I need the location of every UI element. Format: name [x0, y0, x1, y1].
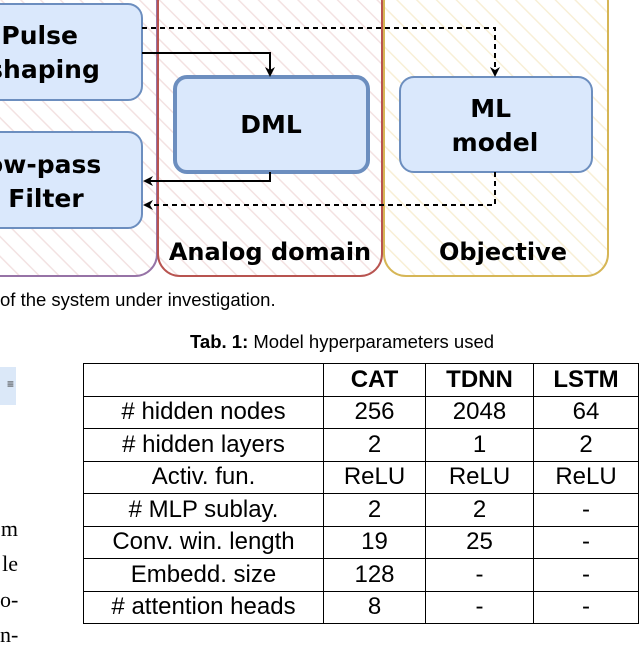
arrow-dml-to-filter [143, 172, 271, 186]
table-cell: - [533, 493, 639, 527]
table-header-row: CAT TDNN LSTM [83, 363, 639, 397]
pulse-shaping-label-1: Pulse [1, 21, 78, 50]
table-row: # hidden nodes 256 2048 64 [83, 395, 639, 429]
arrow-ml-to-filter-dashed [143, 172, 496, 210]
table-cell: 2048 [425, 395, 534, 429]
table-caption-label: Tab. 1: [190, 331, 249, 352]
table-cell: 2 [323, 428, 426, 462]
table-row: # attention heads 8 - - [83, 590, 639, 624]
pulse-shaping-node [0, 3, 143, 101]
table-header-cell: CAT [323, 363, 426, 397]
arrow-pulse-to-dml [142, 52, 275, 77]
table-cell: 1 [425, 428, 534, 462]
left-highlight-box: ≡ [0, 367, 16, 405]
table-row: Conv. win. length 19 25 - [83, 525, 639, 559]
svg-text:ow-pass Filter: ow-pass Filter [0, 150, 110, 213]
table-caption: Tab. 1: Model hyperparameters used [190, 331, 494, 353]
table-cell: - [533, 525, 639, 559]
table-cell: 128 [323, 558, 426, 592]
table-header-cell [83, 363, 324, 397]
table-row: Embedd. size 128 - - [83, 558, 639, 592]
table-cell: # hidden layers [83, 428, 324, 462]
table-cell: Embedd. size [83, 558, 324, 592]
table-cell: 19 [323, 525, 426, 559]
analog-domain-label: Analog domain [169, 238, 371, 266]
low-pass-label-2: Filter [8, 184, 84, 213]
table-cell: 256 [323, 395, 426, 429]
objective-label: Objective [439, 238, 567, 266]
table-caption-text: Model hyperparameters used [248, 331, 495, 352]
table-header-cell: TDNN [425, 363, 534, 397]
table-header-cell: LSTM [533, 363, 639, 397]
system-diagram: Pulse shaping ow-pass Filter DML ML mode… [0, 0, 609, 277]
table-cell: 64 [533, 395, 639, 429]
ml-model-node [399, 76, 593, 173]
text-fragment: le [2, 551, 18, 576]
table-row: Activ. fun. ReLU ReLU ReLU [83, 460, 639, 494]
figure-caption: of the system under investigation. [0, 289, 276, 310]
table-cell: 8 [323, 590, 426, 624]
table-cell: - [533, 558, 639, 592]
svg-text:ML model: ML model [452, 94, 539, 157]
svg-text:Pulse shaping: Pulse shaping [0, 21, 100, 84]
hyperparameter-table: CAT TDNN LSTM # hidden nodes 256 2048 64… [83, 363, 639, 624]
low-pass-filter-node [0, 131, 143, 229]
arrow-pulse-to-ml-dashed [142, 27, 500, 77]
table-cell: - [533, 590, 639, 624]
text-fragment: n- [0, 622, 19, 647]
table-cell: ReLU [533, 460, 639, 494]
table-cell: # attention heads [83, 590, 324, 624]
table-cell: Conv. win. length [83, 525, 324, 559]
table-cell: # hidden nodes [83, 395, 324, 429]
table-row: # hidden layers 2 1 2 [83, 428, 639, 462]
table-cell: 2 [533, 428, 639, 462]
text-fragment: m [0, 516, 18, 541]
pulse-shaping-label-2: shaping [0, 55, 100, 84]
table-row: # MLP sublay. 2 2 - [83, 493, 639, 527]
table-cell: - [425, 558, 534, 592]
table-cell: 2 [323, 493, 426, 527]
ml-model-label-1: ML [470, 94, 511, 123]
ml-model-label-2: model [452, 128, 539, 157]
table-cell: # MLP sublay. [83, 493, 324, 527]
table-cell: ReLU [425, 460, 534, 494]
table-cell: - [425, 590, 534, 624]
low-pass-label-1: ow-pass [0, 150, 101, 179]
dml-node [173, 75, 370, 174]
text-fragment: o- [0, 587, 19, 612]
table-cell: 25 [425, 525, 534, 559]
table-cell: Activ. fun. [83, 460, 324, 494]
table-cell: ReLU [323, 460, 426, 494]
left-box-char: ≡ [6, 377, 14, 391]
table-cell: 2 [425, 493, 534, 527]
dml-label: DML [240, 110, 302, 139]
